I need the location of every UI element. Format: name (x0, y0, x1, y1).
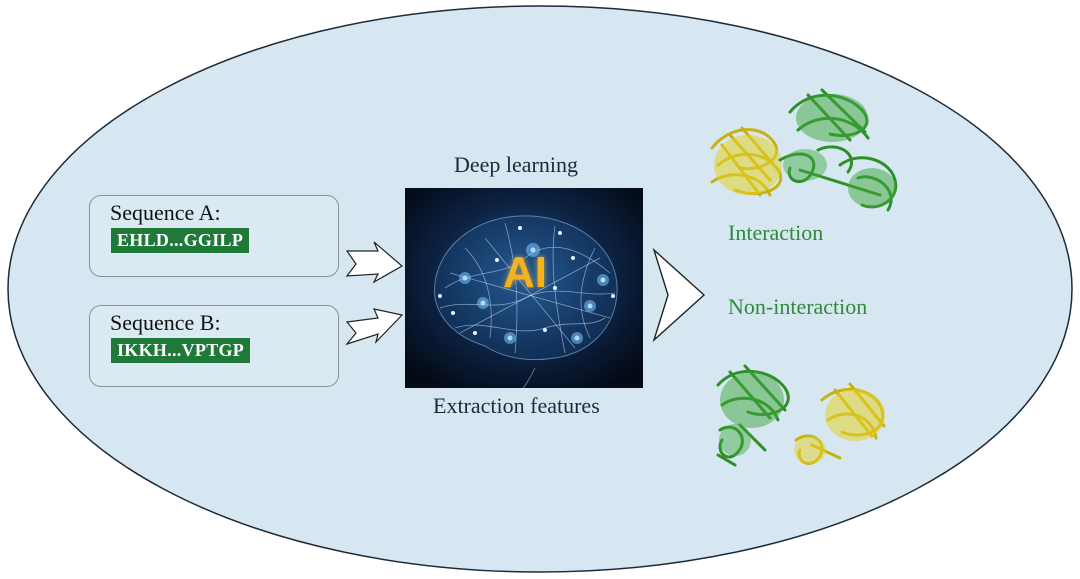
brain-network-icon (405, 188, 643, 388)
sequence-b-card: Sequence B: IKKH...VPTGP (89, 305, 339, 387)
sequence-a-title: Sequence A: (110, 200, 221, 225)
deep-learning-label: Deep learning (454, 152, 578, 177)
chevron-arrow-icon (652, 247, 706, 343)
interaction-label: Interaction (728, 220, 824, 245)
ai-label: AI (503, 248, 547, 297)
arrow-icon (345, 308, 404, 346)
sequence-b-title: Sequence B: (110, 310, 221, 335)
protein-structure-icon (794, 382, 886, 465)
extraction-features-label: Extraction features (433, 393, 600, 418)
ai-brain-image: AI (405, 188, 643, 388)
sequence-b-code: IKKH...VPTGP (111, 338, 251, 363)
arrow-icon (345, 241, 404, 284)
sequence-a-card: Sequence A: EHLD...GGILP (89, 195, 339, 277)
non-interaction-label: Non-interaction (728, 294, 868, 319)
protein-structure-icon (710, 88, 898, 212)
sequence-a-code: EHLD...GGILP (111, 228, 250, 253)
protein-structure-icon (716, 364, 790, 467)
